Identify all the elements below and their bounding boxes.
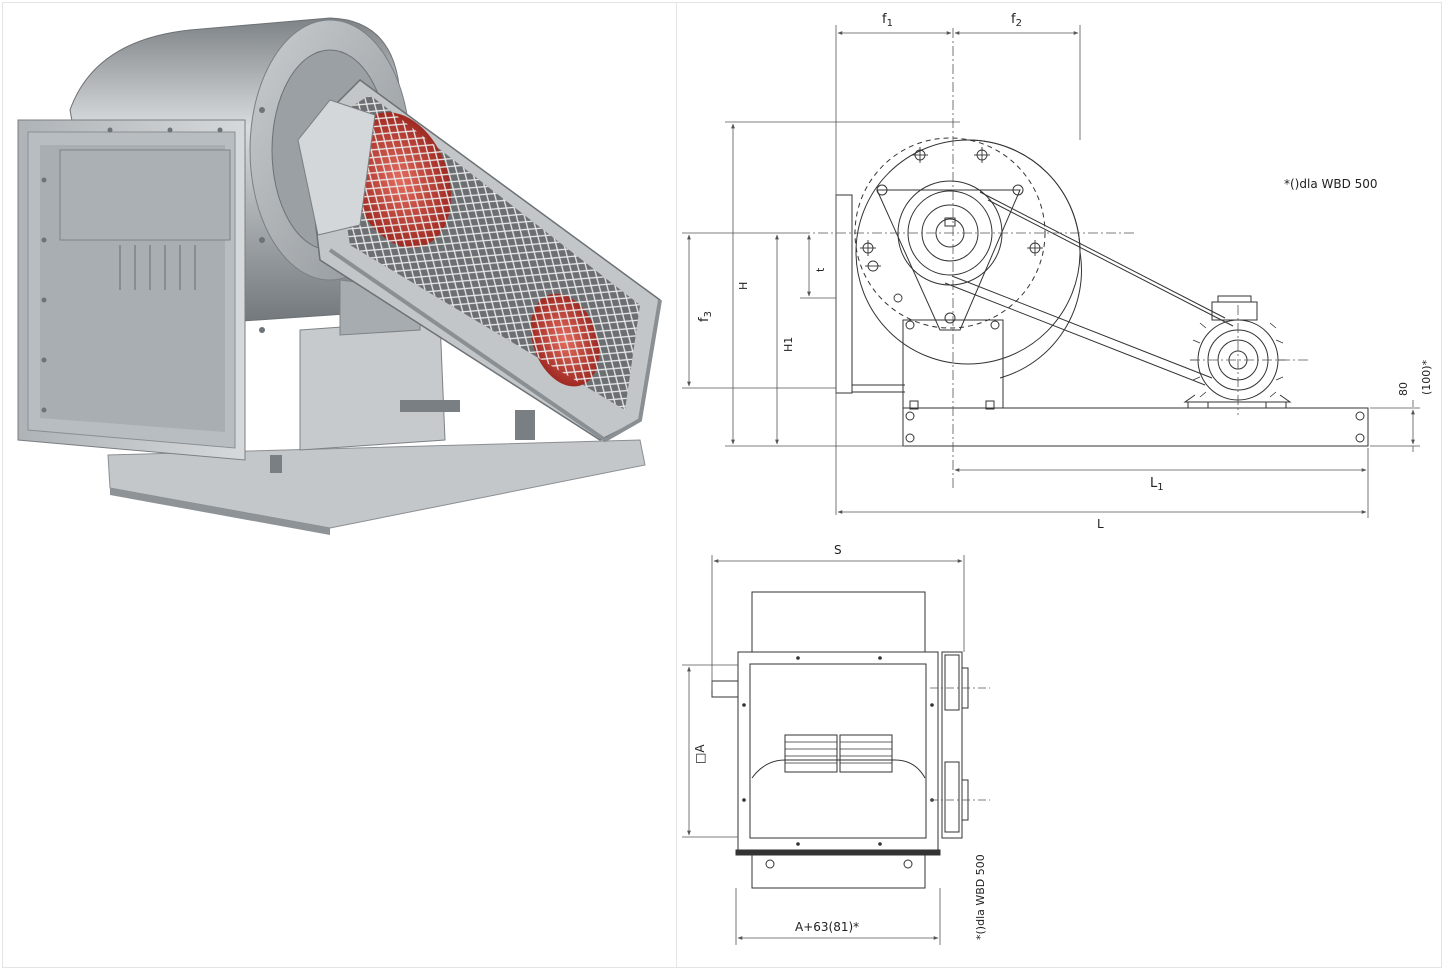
top-box	[751, 591, 926, 653]
front-base	[751, 854, 926, 889]
dim-L1: L1	[1150, 476, 1164, 493]
side-note: *()dla WBD 500	[1284, 177, 1378, 191]
dim-A-plus: A+63(81)*	[795, 920, 859, 934]
dim-100: (100)*	[1420, 359, 1433, 395]
dim-L: L	[1097, 517, 1104, 531]
dim-S: S	[834, 543, 842, 557]
dim-f1: f1	[882, 12, 893, 29]
dim-80: 80	[1397, 382, 1410, 396]
dim-H1: H1	[782, 337, 795, 352]
dim-t: t	[814, 267, 827, 272]
front-labels: S □A A+63(81)* *()dla WBD 500	[693, 543, 987, 940]
side-dimensions	[682, 25, 1420, 518]
belt-drive-side	[941, 651, 963, 839]
front-dimensions	[682, 555, 965, 945]
dim-f3: f3	[697, 311, 714, 322]
side-labels: f1 f2 f3 H H1 t L1 L 80 (100)* *()dla WB…	[697, 12, 1433, 531]
front-view	[711, 591, 990, 889]
technical-drawing: f1 f2 f3 H H1 t L1 L 80 (100)* *()dla WB…	[682, 12, 1433, 945]
housing-frame	[737, 651, 939, 851]
dim-A: □A	[693, 744, 707, 764]
side-view	[800, 28, 1369, 490]
housing-scroll	[855, 139, 1081, 365]
dim-H: H	[737, 282, 750, 290]
base-rail	[902, 407, 1369, 447]
front-note: *()dla WBD 500	[974, 854, 987, 940]
column-divider	[676, 3, 677, 967]
outlet-flange	[835, 194, 853, 394]
fan-photo	[17, 17, 662, 535]
drive-belt	[979, 191, 1226, 319]
dim-f2: f2	[1011, 12, 1022, 29]
